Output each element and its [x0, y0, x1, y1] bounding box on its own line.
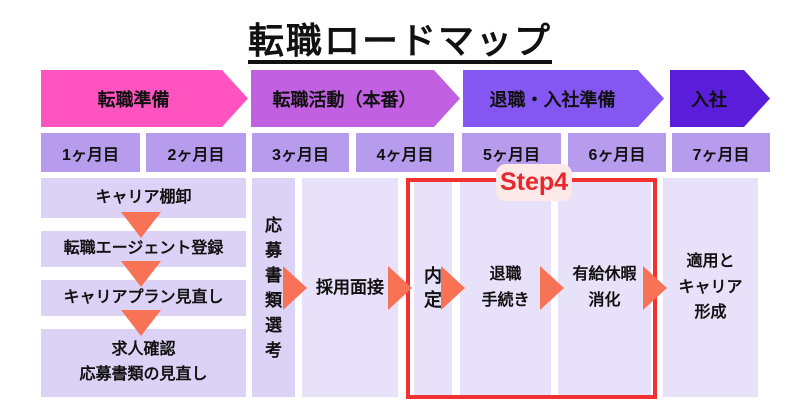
phase-arrow-resignation-prep: 退職・入社準備: [463, 70, 664, 127]
month-box-2: 2ヶ月目: [146, 133, 246, 172]
task-box-career-inventory: キャリア棚卸: [41, 178, 246, 218]
month-box-3: 3ヶ月目: [252, 133, 349, 172]
flow-box-onboarding: 適用と キャリア 形成: [663, 178, 758, 397]
flow-column-job-offer: 内 定: [414, 178, 452, 397]
arrow-down-icon: [121, 212, 161, 238]
arrow-right-icon: [388, 266, 412, 310]
arrow-right-icon: [283, 266, 307, 310]
month-box-7: 7ヶ月目: [672, 133, 770, 172]
phase-arrow-preparation: 転職準備: [41, 70, 248, 127]
month-box-4: 4ヶ月目: [356, 133, 454, 172]
arrow-down-icon: [121, 261, 161, 287]
flow-label-line: 適用と: [686, 253, 735, 271]
vertical-char: 応: [265, 215, 282, 235]
vertical-char: 書: [265, 265, 282, 285]
task-label-line: 求人確認: [111, 341, 176, 359]
vertical-char: 定: [424, 289, 442, 310]
vertical-char: 類: [265, 290, 282, 310]
phase-label: 入社: [691, 89, 727, 110]
flow-label-line: 手続き: [481, 291, 530, 309]
flow-label-line: 形成: [694, 304, 727, 322]
vertical-char: 内: [424, 265, 442, 286]
arrow-right-icon: [540, 266, 564, 310]
flow-label-line: 消化: [588, 291, 621, 309]
task-label: キャリアプラン見直し: [63, 288, 224, 306]
flow-label-line: 退職: [489, 265, 522, 283]
phase-label: 転職活動（本番）: [272, 89, 417, 110]
task-label: キャリア棚卸: [95, 188, 192, 206]
vertical-char: 募: [265, 240, 282, 260]
arrow-right-icon: [643, 266, 667, 310]
task-label-line: 応募書類の見直し: [79, 366, 208, 383]
flow-label-line: キャリア: [678, 278, 743, 296]
task-box-job-check: 求人確認 応募書類の見直し: [41, 329, 246, 397]
step4-badge: Step4: [496, 164, 572, 201]
arrow-down-icon: [121, 310, 161, 336]
vertical-char: 考: [265, 340, 282, 360]
month-box-6: 6ヶ月目: [568, 133, 666, 172]
phase-label: 転職準備: [97, 89, 170, 110]
flow-box-resignation-procedure: 退職 手続き: [460, 178, 551, 397]
phase-label: 退職・入社準備: [489, 89, 616, 110]
flow-label: 採用面接: [316, 277, 384, 297]
month-box-1: 1ヶ月目: [41, 133, 140, 172]
task-label: 転職エージェント登録: [63, 239, 224, 257]
phase-arrow-joining: 入社: [670, 70, 770, 127]
vertical-char: 選: [265, 315, 282, 335]
phase-arrow-job-hunting: 転職活動（本番）: [251, 70, 460, 127]
flow-box-paid-leave: 有給休暇 消化: [558, 178, 651, 397]
arrow-right-icon: [441, 266, 465, 310]
flow-box-interview: 採用面接: [302, 178, 398, 397]
flow-label-line: 有給休暇: [572, 265, 637, 283]
page-title: 転職ロードマップ: [247, 20, 552, 61]
